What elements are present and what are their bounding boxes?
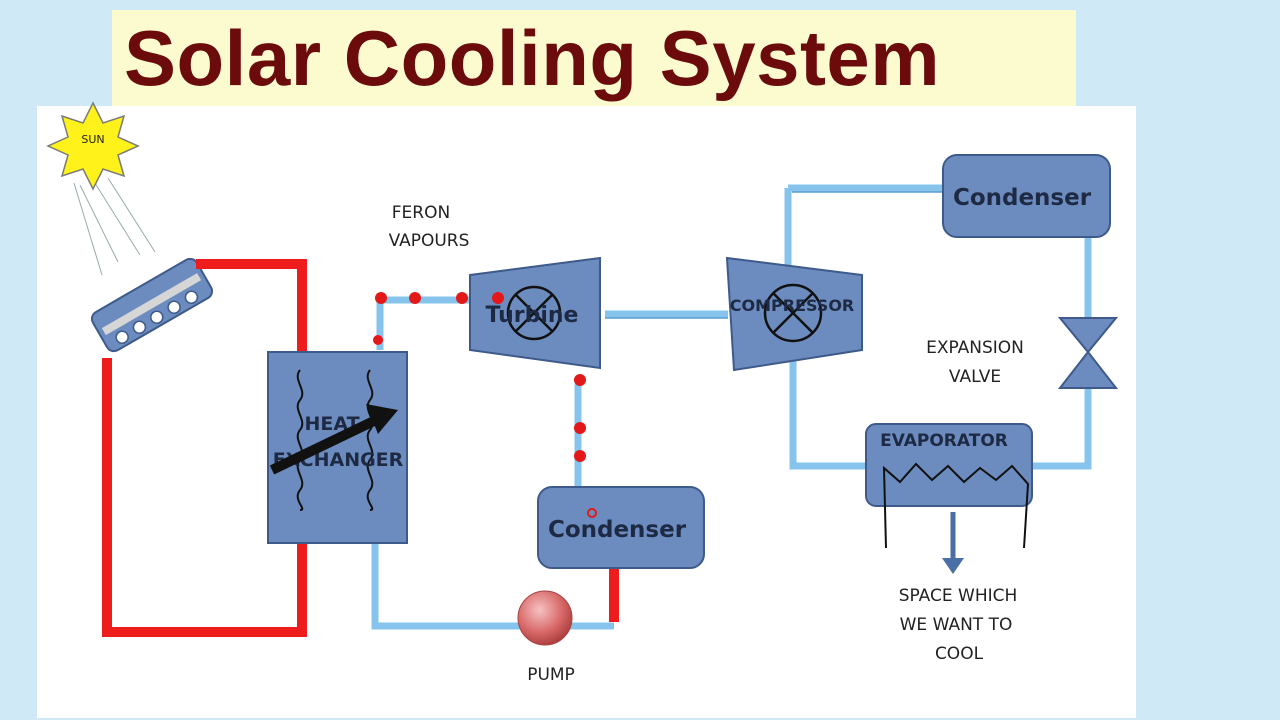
- hot-water-loop: [102, 259, 619, 637]
- pump-label: PUMP: [527, 665, 575, 685]
- space-label-1: SPACE WHICH: [899, 586, 1018, 606]
- compressor-label: COMPRESSOR: [730, 296, 855, 315]
- sun-label: SUN: [81, 133, 104, 146]
- condenser-top-label: Condenser: [953, 185, 1092, 211]
- condenser-bottom: Condenser: [537, 486, 705, 569]
- cold-pipes: [371, 184, 1092, 630]
- compressor: COMPRESSOR: [725, 256, 863, 372]
- pump-icon: [517, 590, 573, 646]
- space-label-2: WE WANT TO: [900, 615, 1013, 635]
- evaporator: EVAPORATOR: [865, 423, 1033, 574]
- feron-label-1: FERON: [392, 203, 450, 223]
- vapour-dots: [373, 292, 586, 462]
- expansion-label-2: VALVE: [949, 367, 1001, 387]
- feron-label-2: VAPOURS: [389, 231, 470, 251]
- sun-rays: [73, 177, 156, 276]
- turbine: Turbine: [469, 256, 601, 370]
- sun-icon: SUN: [46, 101, 140, 191]
- condenser-top: Condenser: [942, 154, 1111, 238]
- cold-pipes-edge: [605, 191, 945, 319]
- heat-exchanger: HEAT EXCHANGER: [267, 351, 408, 544]
- evaporator-label: EVAPORATOR: [880, 431, 1008, 451]
- expansion-valve-icon: [1057, 317, 1119, 389]
- page-title: Solar Cooling System: [124, 13, 941, 102]
- condenser-bottom-label: Condenser: [548, 517, 687, 543]
- turbine-label: Turbine: [486, 303, 579, 328]
- expansion-label-1: EXPANSION: [926, 338, 1024, 358]
- space-label-3: COOL: [935, 644, 984, 664]
- title-banner: Solar Cooling System: [112, 10, 1076, 106]
- solar-collector: [90, 257, 214, 353]
